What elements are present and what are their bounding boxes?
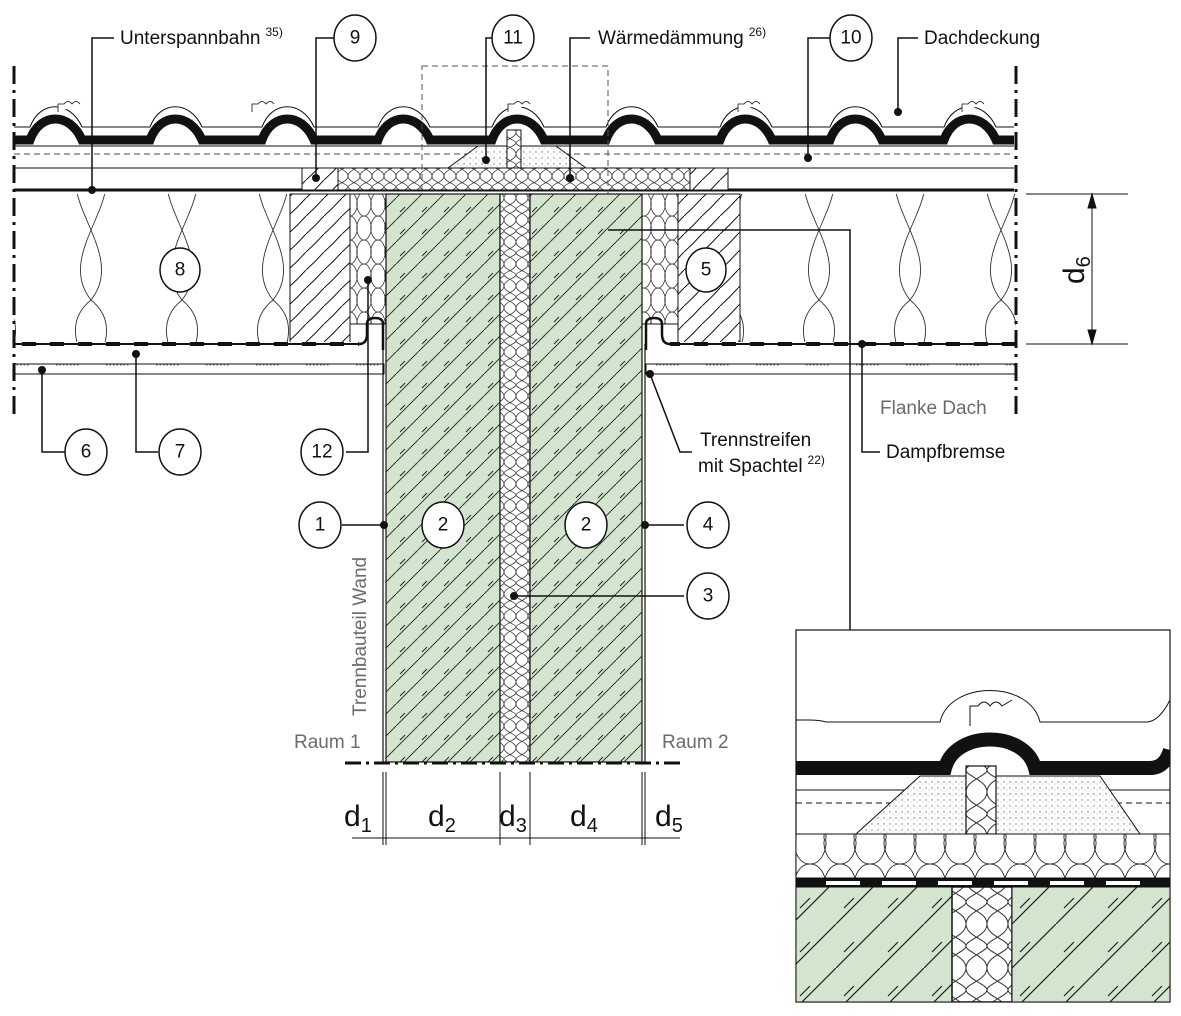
callout-12: 12 (311, 442, 332, 463)
label-dampfbremse: Dampfbremse (886, 442, 1005, 463)
leader-lines (41, 37, 918, 630)
label-flanke-dach: Flanke Dach (880, 398, 987, 419)
leader-dots (38, 108, 902, 600)
callout-1: 1 (315, 515, 326, 536)
callout-9: 9 (350, 28, 361, 49)
dim-d2: d2 (428, 800, 456, 837)
callout-2b: 2 (581, 515, 592, 536)
masonry-leaf-2 (529, 193, 643, 763)
dim-d6: d6 (1058, 256, 1095, 284)
dim-d3: d3 (499, 800, 527, 837)
mineral-wool-right (740, 194, 1016, 344)
ceiling-board-left (13, 363, 385, 375)
callout-circles (64, 14, 873, 620)
callout-7: 7 (175, 442, 186, 463)
dampfbremse-right (670, 342, 1016, 346)
label-trennbauteil-wand: Trennbauteil Wand (350, 557, 371, 716)
cavity-insulation (499, 193, 531, 763)
ridge-insulation (506, 129, 522, 169)
label-raum-2: Raum 2 (662, 732, 729, 753)
mineral-wool-left (14, 194, 290, 344)
masonry-leaf-1 (385, 193, 501, 763)
label-dachdeckung: Dachdeckung (924, 28, 1040, 49)
callout-2a: 2 (438, 515, 449, 536)
dim-d5: d5 (655, 800, 683, 837)
batten-right (689, 167, 729, 191)
dimension-lines (352, 192, 1128, 845)
ceiling-board-right (645, 363, 1017, 375)
callout-10: 10 (840, 28, 861, 49)
callout-11: 11 (503, 28, 523, 49)
waermedaemmung-strip (337, 167, 691, 191)
dim-d4: d4 (570, 800, 598, 837)
callout-8: 8 (175, 260, 186, 281)
dim-d1: d1 (344, 800, 372, 837)
batten-left (301, 167, 339, 191)
side-insulation-right (641, 193, 679, 325)
label-trennstreifen: Trennstreifen (700, 430, 811, 451)
callout-3: 3 (703, 586, 714, 607)
callout-4: 4 (703, 515, 714, 536)
detail-inset (795, 629, 1171, 1003)
label-raum-1: Raum 1 (294, 732, 361, 753)
rafter-left (289, 193, 351, 345)
callout-5: 5 (701, 260, 712, 281)
callout-6: 6 (81, 442, 92, 463)
dampfbremse-left (14, 342, 359, 346)
